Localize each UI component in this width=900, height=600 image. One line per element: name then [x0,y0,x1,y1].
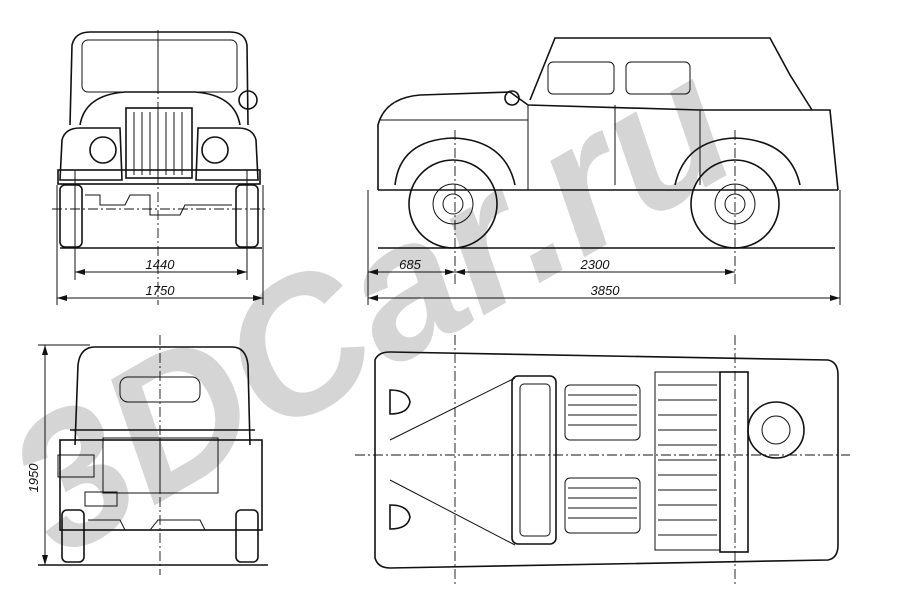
rear-dimensions: 1950 [26,344,90,565]
watermark: 3DCar.ru [0,16,766,596]
front-dimensions: 1440 1750 [56,170,264,305]
front-view [52,30,268,305]
dimension-overall-width: 1750 [146,283,176,298]
dimension-overall-height: 1950 [26,463,41,493]
dimension-wheelbase: 2300 [580,257,611,272]
side-view [377,37,839,285]
dimension-overall-length: 3850 [591,283,621,298]
top-view [355,335,850,585]
dimension-front-track: 1440 [146,257,176,272]
side-dimensions: 685 2300 3850 [367,190,841,305]
rear-view [38,335,268,575]
dimension-front-overhang: 685 [399,257,421,272]
